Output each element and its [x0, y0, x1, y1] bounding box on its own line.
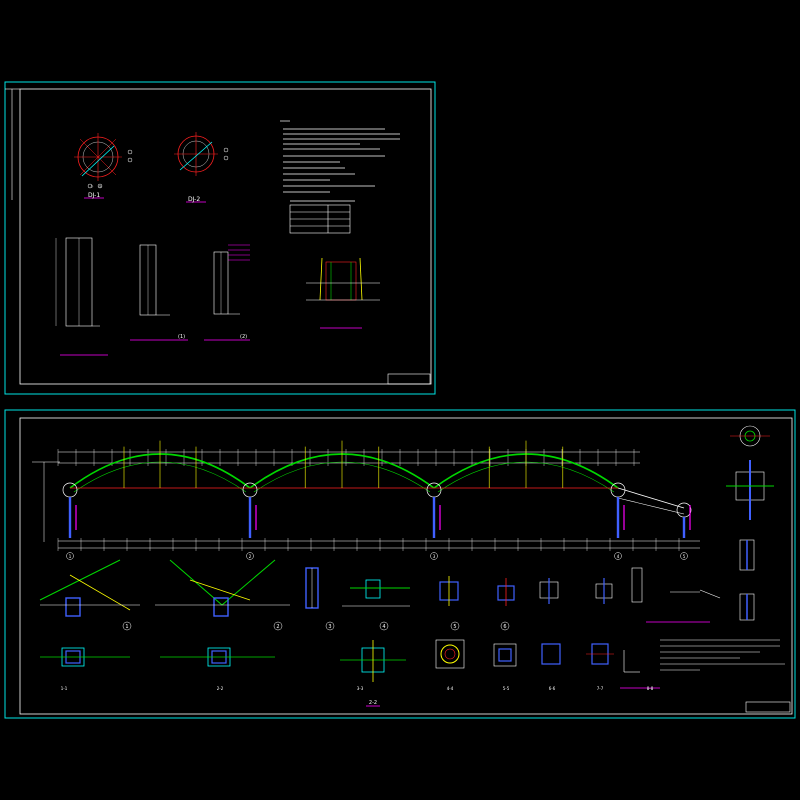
section-dj2: [174, 132, 229, 203]
top-sheet-inner-border: [19, 88, 432, 385]
column-elevation-1: [55, 237, 108, 356]
notes-table: [289, 204, 351, 234]
section-4-4: [435, 639, 465, 669]
small-anchor-detail: [620, 650, 660, 689]
dimension-ticks: [57, 449, 680, 551]
section-mark: 4-4: [447, 686, 454, 691]
drawing-labels: 1 2 3 4 5 6 1-1 2-2 3-3 4-4 5-5 6-6 7-7 8-8 2-2 ① ②: [61, 185, 654, 707]
top-drawing-sheet: DJ-1 DJ-2: [4, 81, 436, 395]
top-title-block: [387, 373, 431, 385]
section-3-3: [340, 640, 406, 682]
section-mark: 2-2: [217, 686, 224, 691]
node-detail-1: [39, 559, 140, 617]
axis-bubble: [66, 552, 74, 560]
circle-tag: ②: [99, 185, 102, 189]
detail-number: 2: [276, 624, 279, 630]
node-detail-10: [646, 589, 721, 623]
axis-bubble: [430, 552, 438, 560]
node-detail-5: [439, 576, 459, 606]
arch-vertical-posts: [123, 440, 564, 488]
section-mark: 5-5: [503, 686, 510, 691]
section-mark: 1-1: [61, 686, 68, 691]
section-5-5: [493, 643, 517, 667]
node-detail-7: [539, 578, 559, 604]
detail-bubble: [450, 621, 460, 631]
node-detail-2: [155, 559, 290, 617]
node-detail-4: [342, 579, 410, 607]
bottom-sheet-inner-border: [19, 417, 793, 715]
node-detail-3: [305, 567, 319, 609]
detail-bubble: [325, 621, 335, 631]
section-6-6: [541, 643, 561, 665]
notes-bottom: [660, 639, 785, 671]
detail-bubble: [273, 621, 283, 631]
axis-bubble: [246, 552, 254, 560]
column-elevation-3: [204, 244, 250, 341]
column-elevation-2: [130, 244, 188, 341]
section-2-2: [160, 647, 275, 667]
node-detail-6: [497, 578, 515, 606]
section-mark: 3-3: [357, 686, 364, 691]
support-node: [62, 482, 78, 498]
axis-tags: 1 2 3 4 5: [66, 552, 688, 560]
support-node: [426, 482, 442, 498]
section-7-7: [586, 643, 614, 665]
axis-tag: 3: [433, 554, 436, 559]
center-caption: 2-2: [369, 700, 377, 706]
bottom-sheet-outer-border: [4, 409, 796, 719]
axis-bubble: [680, 552, 688, 560]
caption-detail-1: (1): [178, 334, 185, 340]
support-node: [610, 482, 626, 498]
axis-tag: 4: [617, 554, 620, 559]
detail-number: 5: [453, 624, 456, 630]
section-mark: 6-6: [549, 686, 556, 691]
general-notes: [280, 120, 400, 202]
section-1-1: [40, 647, 130, 667]
caption-detail-2: (2): [240, 334, 247, 340]
section-dj1: [74, 133, 133, 199]
foundation-detail: [306, 257, 380, 329]
section-mark: 7-7: [597, 686, 604, 691]
node-detail-8: [595, 578, 613, 604]
label-dj1: DJ-1: [88, 192, 100, 199]
axis-tag: 1: [69, 554, 72, 559]
bottom-title-block: [745, 701, 791, 713]
column-supports: [62, 482, 692, 538]
axis-tag: 5: [683, 554, 686, 559]
section-mark: 8-8: [647, 686, 654, 691]
detail-bubble: [122, 621, 132, 631]
right-node-details: [726, 425, 774, 621]
circle-tag: ①: [91, 185, 94, 189]
detail-bubble: [379, 621, 389, 631]
support-node: [242, 482, 258, 498]
axis-tag: 2: [249, 554, 252, 559]
bottom-drawing-sheet: 1 2 3 4 5: [4, 409, 796, 719]
detail-bubble: [500, 621, 510, 631]
detail-number: 4: [382, 624, 385, 630]
axis-bubble: [614, 552, 622, 560]
top-sheet-outer-border: [4, 81, 436, 395]
detail-number: 6: [503, 624, 506, 630]
detail-number: 3: [328, 624, 331, 630]
label-dj2: DJ-2: [188, 196, 200, 203]
support-node: [676, 502, 692, 518]
node-detail-9: [631, 567, 643, 603]
detail-number: 1: [125, 624, 128, 630]
